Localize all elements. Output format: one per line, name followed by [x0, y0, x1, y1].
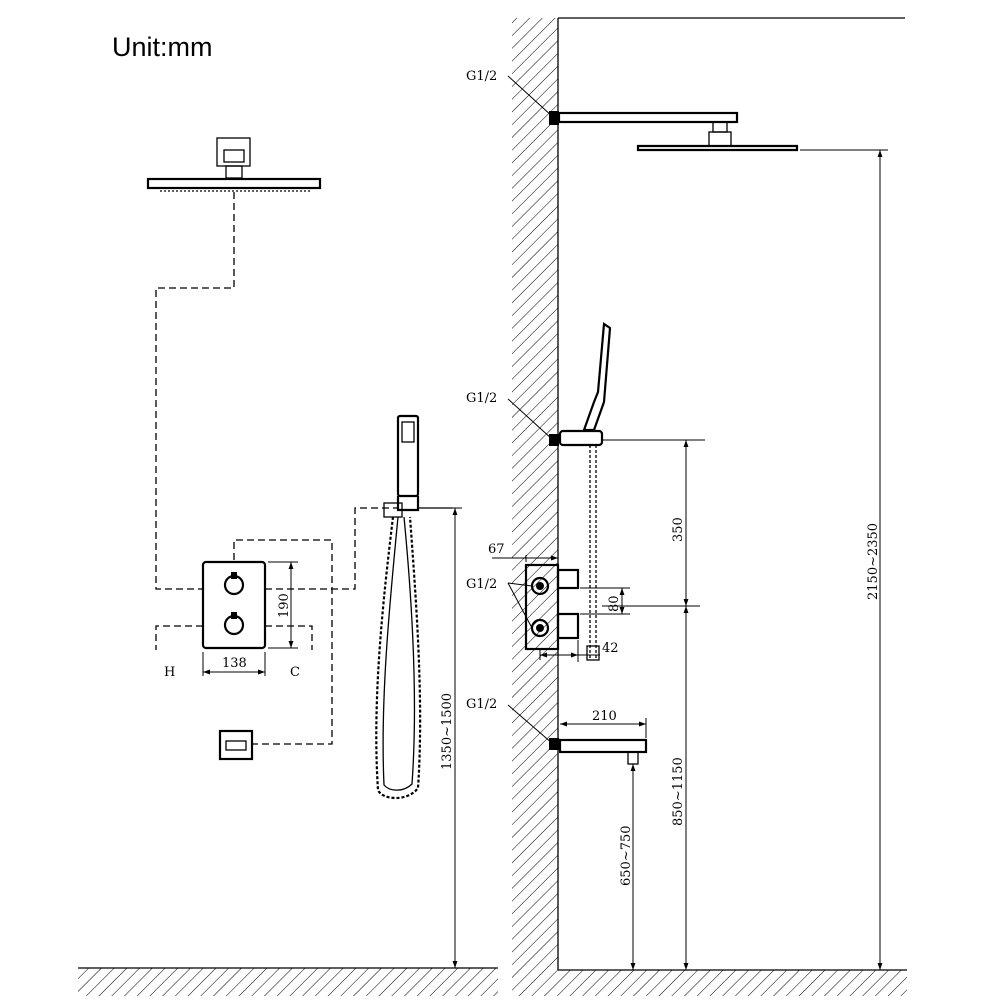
floor-right: [512, 969, 907, 996]
valve-height-label: 850~1150: [671, 757, 686, 826]
valve-body-depth-label: 42: [602, 641, 619, 656]
connection-leaders: [507, 75, 554, 745]
hot-label: H: [164, 665, 175, 680]
valve-depth-dim: [492, 555, 558, 562]
connection-label-rail: G1/2: [466, 391, 497, 406]
tub-spout-side: [549, 738, 648, 765]
connection-label-valve: G1/2: [466, 577, 497, 592]
hand-shower-height-dim: [420, 507, 462, 968]
panel-height-label: 190: [277, 593, 292, 618]
rain-shower-head-front: [146, 137, 322, 192]
panel-width-label: 138: [222, 656, 247, 671]
floor-left: [78, 967, 498, 996]
hand-shower-height-label: 1350~1500: [440, 693, 455, 770]
valve-depth-label: 67: [488, 542, 505, 557]
unit-label: Unit:mm: [112, 32, 213, 62]
rail-spacing-dim: [602, 439, 705, 607]
spout-height-label: 650~750: [619, 825, 634, 886]
panel-dimensions: [202, 561, 298, 676]
wall-section: [512, 17, 905, 970]
thermostatic-valve-panel: [201, 560, 267, 650]
head-height-label: 2150~2350: [866, 523, 881, 600]
connection-label-head: G1/2: [466, 69, 497, 84]
concealed-pipe-routing: [155, 192, 398, 745]
rail-spacing-label: 350: [671, 517, 686, 542]
connection-label-spout: G1/2: [466, 697, 497, 712]
slide-rail-side: [549, 322, 612, 661]
cold-label: C: [290, 665, 300, 680]
valve-offset-label: 80: [607, 595, 622, 612]
spout-length-dim: [560, 718, 647, 738]
rain-shower-head-side: [549, 111, 888, 152]
valve-offset-dim: [580, 587, 630, 615]
spout-length-label: 210: [592, 709, 617, 724]
tub-spout-front: [218, 729, 254, 761]
valve-body-depth-dim: [540, 640, 600, 662]
valve-body-side: [524, 563, 580, 660]
